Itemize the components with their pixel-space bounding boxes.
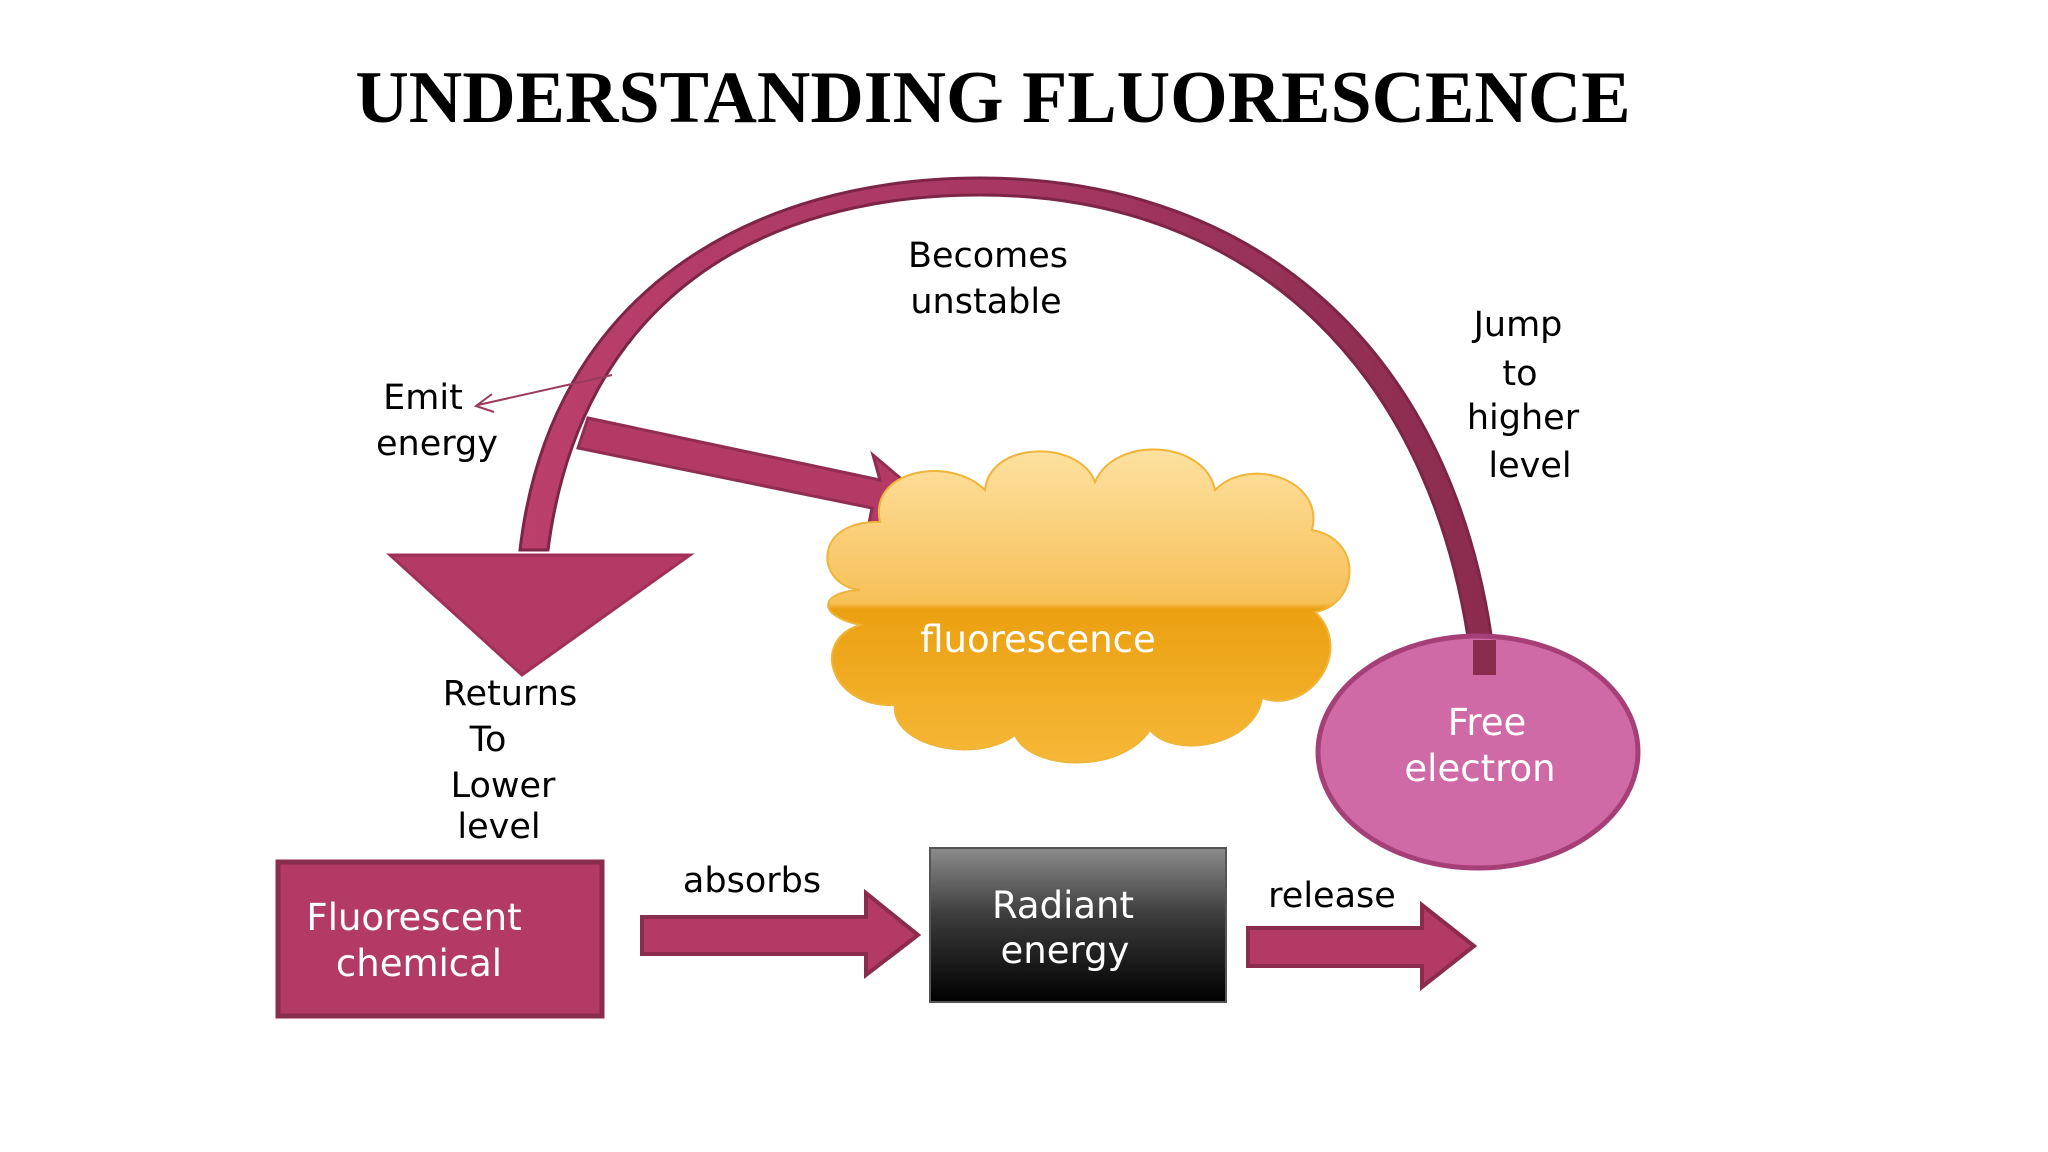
electron-label-line2: electron (1404, 747, 1555, 790)
emit-pointer-line (477, 374, 613, 406)
electron-label-line1: Free (1448, 701, 1527, 744)
jump-label-line3: higher (1467, 398, 1580, 438)
radiant-label-line1: Radiant (992, 884, 1134, 927)
release-label: release (1268, 876, 1396, 916)
unstable-label-line1: Becomes (908, 236, 1068, 276)
returns-label-line3: Lower (451, 766, 556, 806)
chemical-label-line2: chemical (336, 942, 502, 985)
fluorescence-cloud: fluorescence (826, 448, 1351, 764)
returns-label-line4: level (457, 807, 540, 847)
release-arrow (1246, 900, 1478, 992)
free-electron-node: Free electron (1315, 633, 1641, 871)
returns-label-line2: To (469, 720, 507, 760)
return-arrowhead (386, 553, 695, 677)
cloud-label: fluorescence (920, 618, 1156, 661)
jump-label-line2: to (1502, 354, 1537, 394)
returns-label-line1: Returns (443, 674, 577, 714)
jump-label-line1: Jump (1472, 305, 1563, 345)
jump-label-line4: level (1488, 446, 1571, 486)
unstable-label-line2: unstable (910, 282, 1061, 322)
emit-label-line1: Emit (383, 378, 463, 418)
arc-end-cap (1473, 640, 1496, 675)
absorbs-arrow (640, 888, 922, 980)
radiant-energy-node: Radiant energy (929, 847, 1227, 1003)
emit-pointer-arrowhead (473, 393, 495, 413)
fluorescent-chemical-node: Fluorescent chemical (275, 859, 605, 1019)
absorbs-label: absorbs (683, 861, 821, 901)
emit-label-line2: energy (376, 424, 498, 464)
page-title: UNDERSTANDING FLUORESCENCE (355, 57, 1630, 139)
chemical-label-line1: Fluorescent (306, 896, 521, 939)
radiant-label-line2: energy (1001, 929, 1130, 972)
